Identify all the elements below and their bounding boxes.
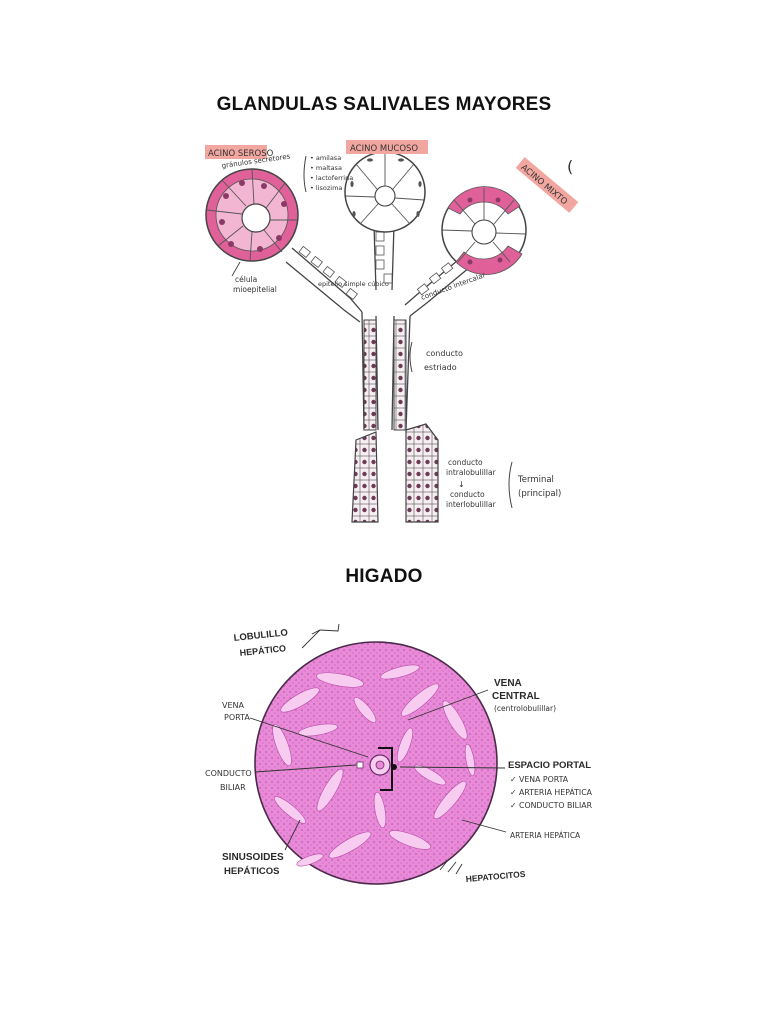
label-acino-mixto: ACINO MIXTO [519,163,570,208]
stray-mark: ( [567,157,573,176]
label-conducto-intercalar: conducto intercalar [420,271,487,302]
label-mioepitelial: mioepitelial [233,285,277,294]
central-vein-lumen [375,760,385,770]
label-terminal: Terminal [517,475,554,485]
label-enzima-4: • lisozima [310,184,342,192]
label-celula: célula [235,275,257,284]
label-box-acino-seroso [205,145,267,159]
label-estriado-2: estriado [424,363,457,372]
section-title-higado: HIGADO [345,566,423,587]
label-interlob-2: interlobulillar [446,500,497,509]
serous-acinus [205,168,299,262]
label-ep-conducto: ✓ CONDUCTO BILIAR [510,801,593,810]
label-sinusoides-2: HEPÁTICOS [224,866,279,877]
label-vena-central-1: VENA [494,678,522,689]
label-conducto-biliar-2: BILIAR [220,783,246,792]
interlobular-duct-right [405,423,439,523]
label-lobulillo-2: HEPÁTICO [239,643,286,658]
label-enzima-2: • maltasa [310,164,342,172]
interlobular-duct-left [351,431,379,523]
label-enzima-1: • amilasa [310,154,341,162]
label-sinusoides-1: SINUSOIDES [222,852,284,863]
label-ep-vena-porta: ✓ VENA PORTA [510,775,569,784]
label-vena-porta-1: VENA [222,701,245,710]
label-acino-seroso: ACINO SEROSO [208,149,274,159]
label-conducto-biliar-1: CONDUCTO [205,769,252,778]
striated-duct-right-wall [393,319,407,431]
section-title-salivales: GLANDULAS SALIVALES MAYORES [216,94,552,115]
label-intralob-2: intralobulillar [446,468,497,477]
label-enzima-3: • lactoferrina [310,174,353,182]
label-vena-porta-2: PORTA [224,713,250,722]
label-estriado-1: conducto [426,349,463,358]
brace-terminal [508,461,513,509]
label-centrolobulillar: (centrolobulillar) [494,704,556,713]
sinusoids [272,664,476,867]
arrow-down: ↓ [458,480,465,489]
brace-estriado [409,341,413,373]
leader-mioepitelial [231,261,241,277]
intercalated-cells [298,231,466,301]
striated-duct-left-wall [363,319,377,431]
label-intralob-1: conducto [448,458,483,467]
biliary-duct-mark [356,761,364,769]
label-acino-mucoso: ACINO MUCOSO [350,144,418,154]
label-interlob-1: conducto [450,490,485,499]
label-lobulillo-1: LOBULILLO [233,627,288,644]
duct-system [285,224,477,431]
label-ep-arteria: ✓ ARTERIA HEPÁTICA [510,788,593,797]
mucous-acinus [344,151,426,233]
label-box-acino-mixto [515,157,579,213]
mixed-acinus [441,186,527,275]
label-arteria-hepatica: ARTERIA HEPÁTICA [510,831,581,840]
liver-leader-lines [249,623,507,875]
liver-lobule-diagram: LOBULILLO HEPÁTICO VENA PORTA VENA CENTR… [205,623,593,885]
label-hepatocitos: HEPATOCITOS [465,869,526,884]
label-principal: (principal) [518,489,561,499]
label-espacio-portal: ESPACIO PORTAL [508,760,591,771]
label-epitelio: epitelio simple cúbico [318,280,389,288]
label-vena-central-2: CENTRAL [492,691,540,702]
label-box-acino-mucoso [346,140,428,154]
brace-enzymes [303,155,307,193]
salivary-gland-diagram: ACINO SEROSO ACINO MUCOSO ACINO MIXTO ( … [205,140,579,523]
portal-space-dot [391,764,397,770]
